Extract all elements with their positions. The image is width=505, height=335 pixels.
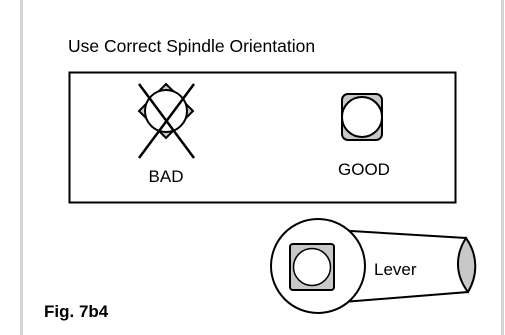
lever-label: Lever: [374, 260, 417, 279]
good-spindle-icon: [341, 93, 383, 141]
bad-spindle-icon: [137, 82, 195, 140]
comparison-box: [68, 71, 457, 204]
left-border-line: [20, 0, 23, 335]
lever-end-cap: [457, 236, 477, 294]
good-label: GOOD: [338, 160, 390, 179]
lever-spindle-icon: [289, 243, 335, 291]
figure-label: Fig. 7b4: [44, 302, 109, 321]
right-border-line: [501, 0, 504, 335]
bad-label: BAD: [149, 167, 184, 186]
bad-cross-icon: [137, 83, 196, 159]
diagram-title: Use Correct Spindle Orientation: [68, 36, 316, 56]
